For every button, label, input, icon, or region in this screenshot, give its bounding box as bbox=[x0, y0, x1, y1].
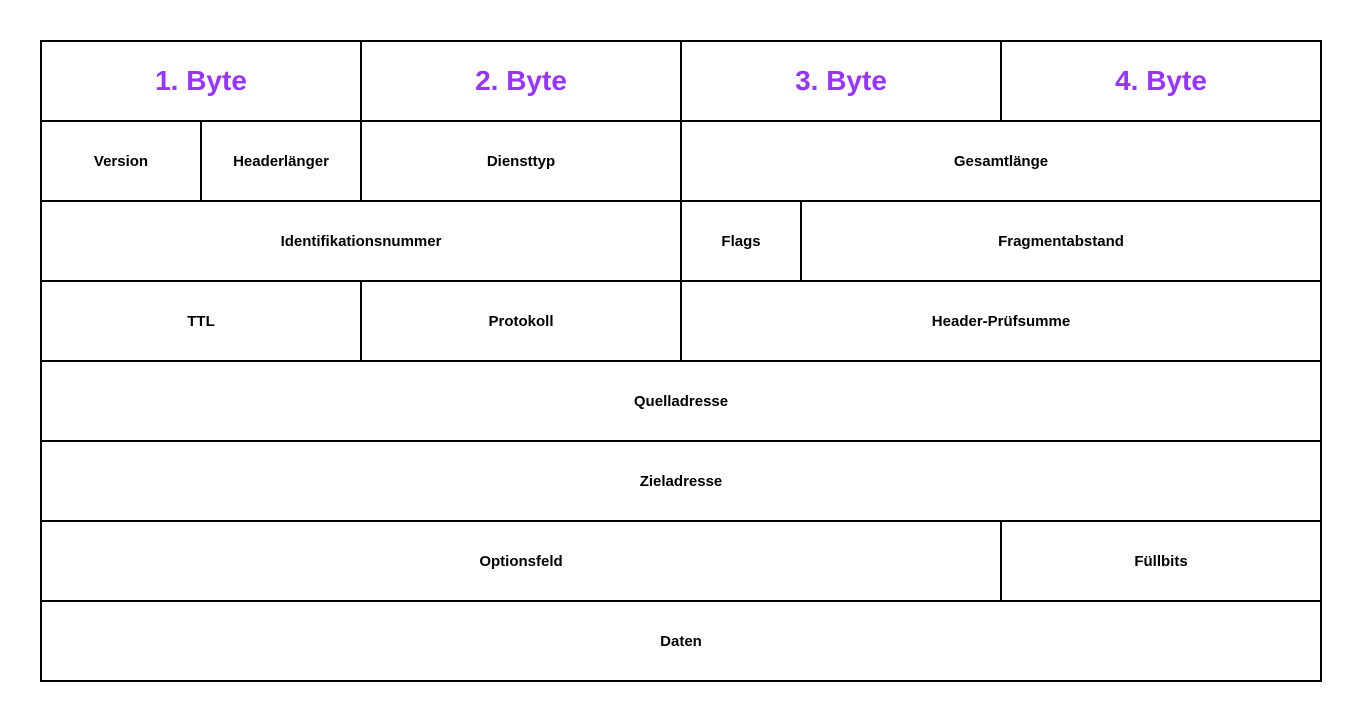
byte-header-2: 2. Byte bbox=[360, 40, 680, 120]
cell-protokoll: Protokoll bbox=[360, 280, 680, 360]
cell-version: Version bbox=[40, 120, 200, 200]
cell-gesamtlaenge: Gesamtlänge bbox=[680, 120, 1320, 200]
cell-headerlaenger: Headerlänger bbox=[200, 120, 360, 200]
cell-quelladresse: Quelladresse bbox=[40, 360, 1320, 440]
byte-header-4: 4. Byte bbox=[1000, 40, 1320, 120]
byte-header-3: 3. Byte bbox=[680, 40, 1000, 120]
byte-header-1: 1. Byte bbox=[40, 40, 360, 120]
cell-flags: Flags bbox=[680, 200, 800, 280]
cell-identifikationsnummer: Identifikationsnummer bbox=[40, 200, 680, 280]
cell-ttl: TTL bbox=[40, 280, 360, 360]
cell-zieladresse: Zieladresse bbox=[40, 440, 1320, 520]
cell-fragmentabstand: Fragmentabstand bbox=[800, 200, 1320, 280]
cell-diensttyp: Diensttyp bbox=[360, 120, 680, 200]
cell-optionsfeld: Optionsfeld bbox=[40, 520, 1000, 600]
cell-header-pruefsumme: Header-Prüfsumme bbox=[680, 280, 1320, 360]
ipv4-header-diagram: 1. Byte 2. Byte 3. Byte 4. Byte Version … bbox=[40, 40, 1322, 682]
cell-fuellbits: Füllbits bbox=[1000, 520, 1320, 600]
cell-daten: Daten bbox=[40, 600, 1320, 680]
